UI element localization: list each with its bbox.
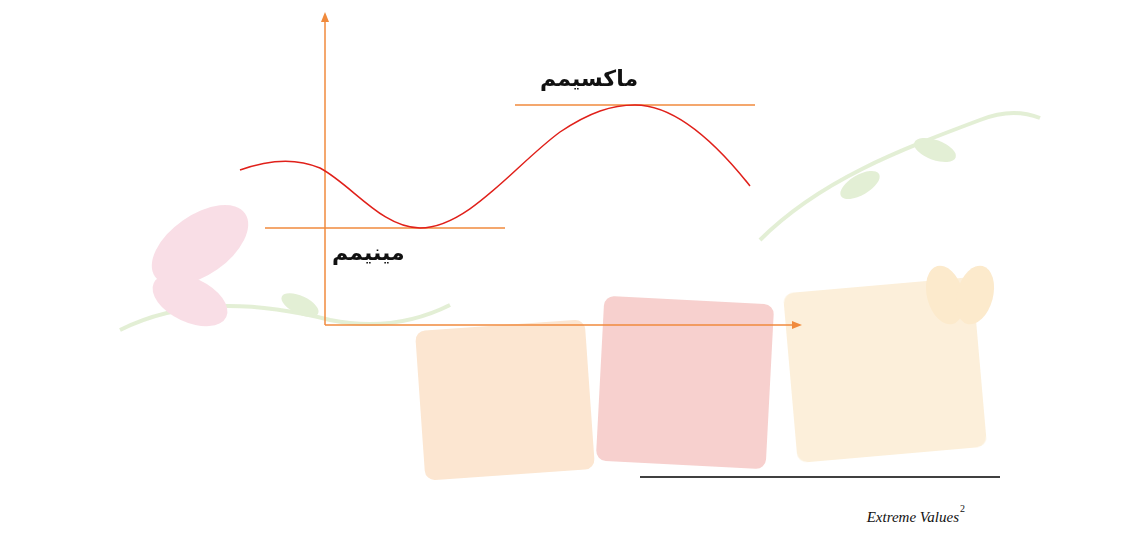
footnote-rule: [640, 476, 1000, 478]
axis-arrowhead: [321, 12, 329, 22]
maximum-label-holder: ماکسیمم: [540, 66, 638, 91]
maximum-label: ماکسیمم: [540, 66, 638, 91]
background-decoration: [120, 113, 1040, 481]
function-curve: [240, 105, 750, 228]
minimum-tangent: [265, 227, 505, 229]
footnote-number-holder: 2: [960, 503, 965, 514]
footnote-number: 2: [960, 503, 965, 514]
minimum-label: مینیمم: [332, 240, 405, 265]
axes: [325, 18, 796, 325]
footnote-text: Extreme Values: [867, 509, 959, 526]
minimum-label-holder: مینیمم: [332, 240, 405, 265]
axis-arrowhead: [792, 321, 802, 329]
footnote-text-holder: Extreme Values: [867, 509, 959, 526]
